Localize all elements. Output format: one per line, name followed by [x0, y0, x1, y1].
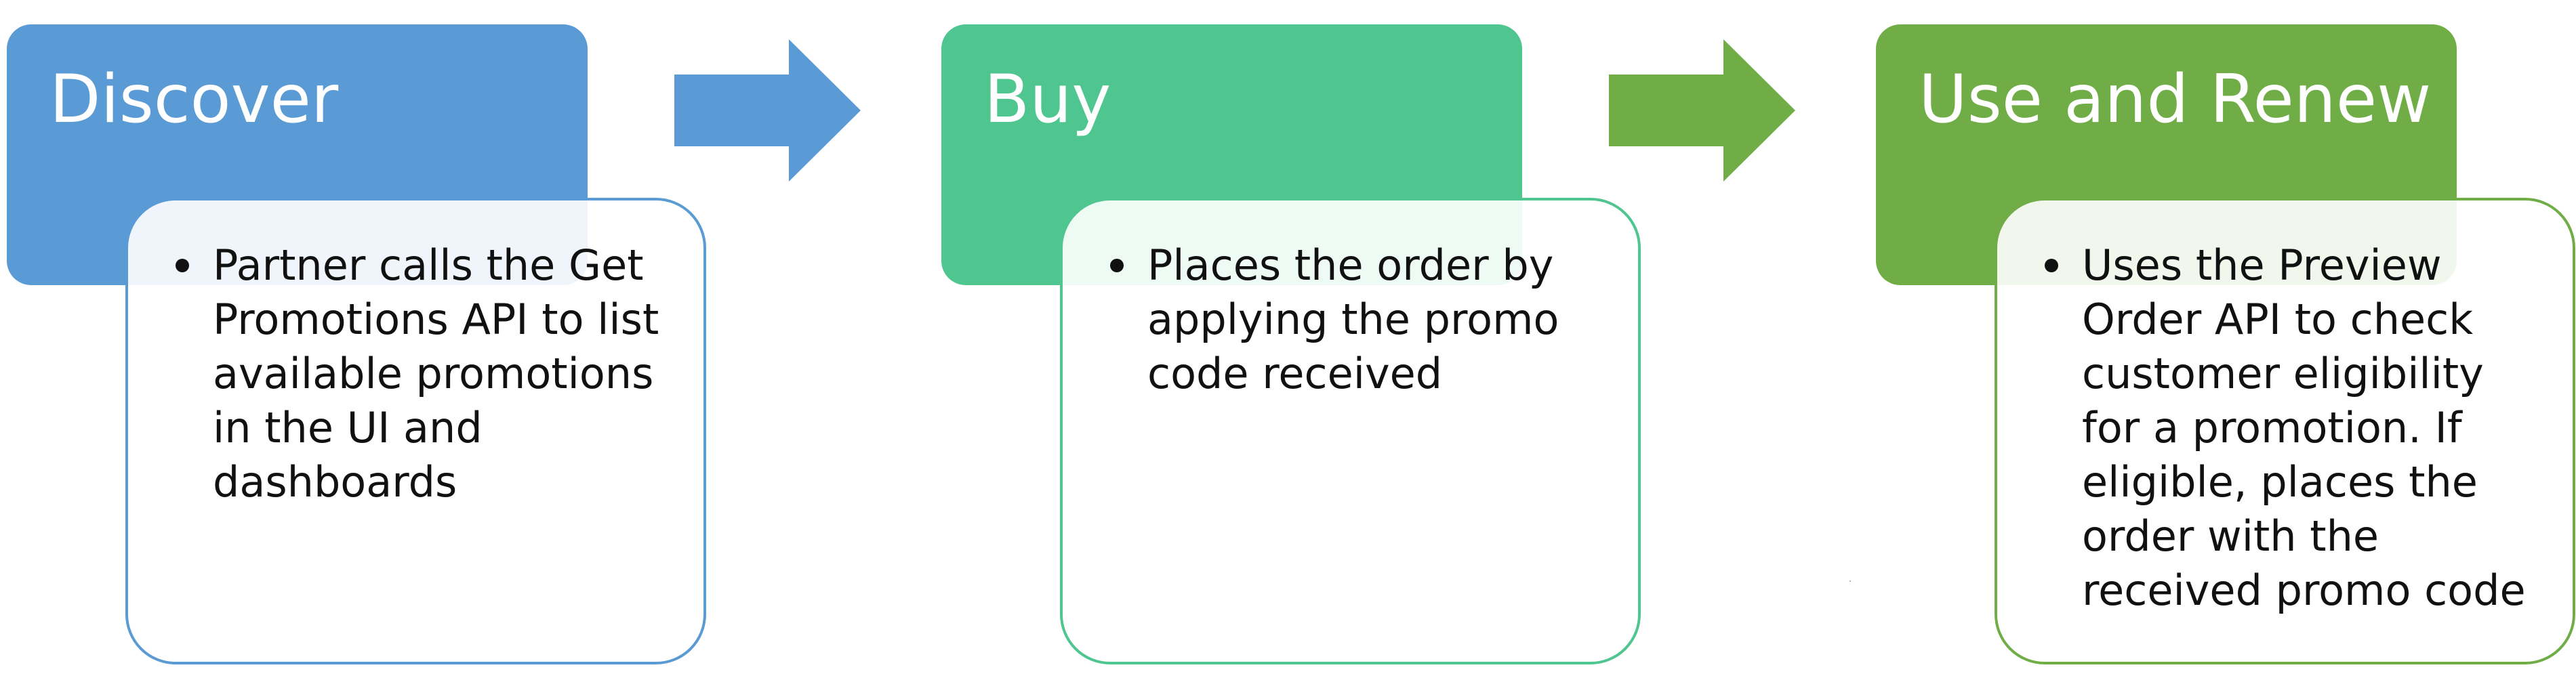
arrow-1-shape [674, 39, 861, 182]
step-buy-bullet-item: Places the order by applying the promo c… [1110, 238, 1611, 401]
step-buy-detail-box: Places the order by applying the promo c… [1060, 198, 1641, 664]
bullet-dot-icon [1110, 259, 1124, 272]
bullet-dot-icon [176, 259, 189, 272]
step-buy-title: Buy [984, 61, 1111, 138]
arrow-right-icon-2 [1609, 39, 1795, 182]
step-use-and-renew: Use and Renew Uses the Preview Order API… [1876, 0, 2576, 699]
stray-dot [1849, 580, 1851, 582]
step-discover: Discover Partner calls the Get Promotion… [7, 0, 725, 699]
arrow-2-shape [1609, 39, 1795, 182]
step-discover-bullet-item: Partner calls the Get Promotions API to … [176, 238, 676, 509]
step-use-and-renew-detail-box: Uses the Preview Order API to check cust… [1995, 198, 2575, 664]
step-buy: Buy Places the order by applying the pro… [941, 0, 1660, 699]
step-use-and-renew-text: Uses the Preview Order API to check cust… [2082, 240, 2526, 615]
bullet-dot-icon [2045, 259, 2058, 272]
step-buy-text: Places the order by applying the promo c… [1147, 240, 1559, 398]
step-use-and-renew-title: Use and Renew [1919, 61, 2432, 138]
step-discover-detail-box: Partner calls the Get Promotions API to … [125, 198, 706, 664]
step-discover-text: Partner calls the Get Promotions API to … [213, 240, 659, 507]
step-use-and-renew-bullet-item: Uses the Preview Order API to check cust… [2045, 238, 2546, 618]
arrow-right-icon-1 [674, 39, 861, 182]
step-discover-title: Discover [49, 61, 339, 138]
